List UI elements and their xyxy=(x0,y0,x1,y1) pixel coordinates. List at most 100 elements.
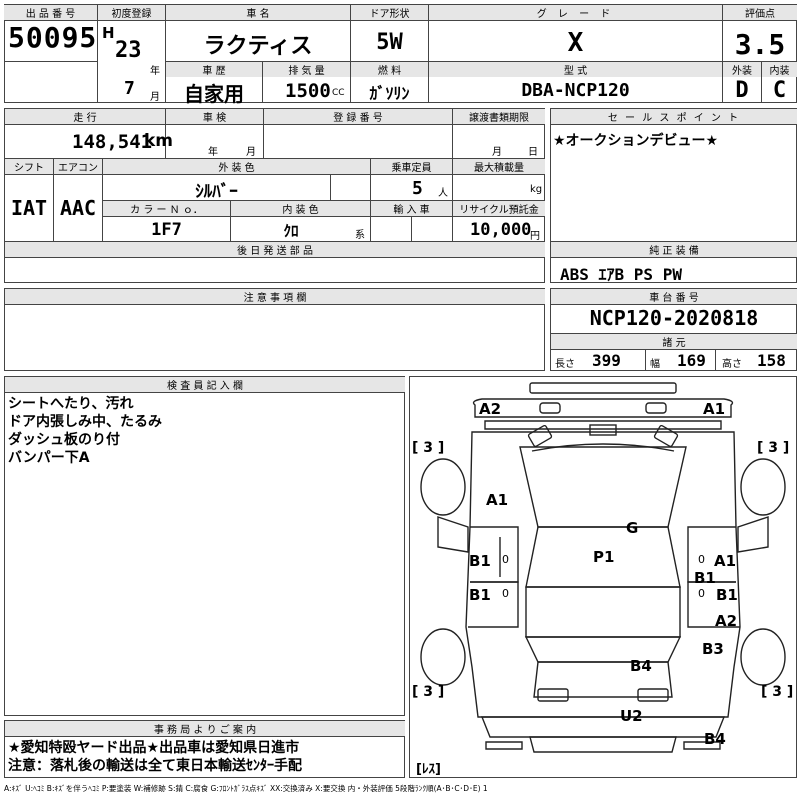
score: 3.5 xyxy=(734,28,786,61)
recycle-unit: 円 xyxy=(530,231,540,242)
mileage: 148,541 xyxy=(72,131,153,153)
tire-front-left: [ 3 ] xyxy=(412,440,445,456)
grade-label: グ レ ー ド xyxy=(429,5,722,20)
mileage-label: 走 行 xyxy=(5,109,165,124)
notes-label: 注 意 事 項 欄 xyxy=(5,289,545,304)
lot-label: 出 品 番 号 xyxy=(4,5,97,20)
diag-front-right: A1 xyxy=(703,400,726,418)
later-parts-label: 後 日 発 送 部 品 xyxy=(5,242,545,257)
chassis-number: NCP120-2020818 xyxy=(589,306,759,330)
diag-left-front-door: B1 xyxy=(469,552,491,570)
displacement-unit: CC xyxy=(332,88,345,98)
max-load-label: 最大積載量 xyxy=(453,159,545,174)
diag-right-rear-door: B1 xyxy=(716,586,738,604)
recycle: 10,000 xyxy=(470,220,532,240)
fuel-label: 燃 料 xyxy=(351,62,428,77)
int-color-label: 内 装 色 xyxy=(231,201,370,216)
max-load-unit: kg xyxy=(530,184,543,195)
exterior-grade: D xyxy=(735,78,749,103)
exterior-grade-label: 外装 xyxy=(723,62,761,77)
dimensions-label: 諸 元 xyxy=(551,334,797,349)
diag-right-small-1: 0 xyxy=(698,553,705,566)
interior-grade-label: 内装 xyxy=(762,62,797,77)
aircon: AAC xyxy=(59,196,97,220)
width-label: 幅 xyxy=(650,359,660,370)
diag-front-left: A2 xyxy=(479,400,502,418)
office-label: 事 務 局 よ り ご 案 内 xyxy=(5,721,405,736)
tire-rear-left: [ 3 ] xyxy=(412,684,445,700)
displacement-label: 排 気 量 xyxy=(263,62,350,77)
diag-left-small-2: 0 xyxy=(502,587,509,600)
diag-right-mid: B1 xyxy=(694,569,716,587)
first-reg-label: 初度登録 xyxy=(98,5,165,20)
car-name: ラクティス xyxy=(203,34,313,59)
sales-point-label: セ ー ル ス ポ イ ン ト xyxy=(551,109,797,124)
first-reg-year: 23 xyxy=(115,38,142,63)
diag-windshield: G xyxy=(626,519,639,537)
history: 自家用 xyxy=(184,82,244,106)
model-label: 型 式 xyxy=(429,62,722,77)
fuel: ｶﾞｿﾘﾝ xyxy=(369,84,410,103)
diag-rear-bumper-right: B4 xyxy=(704,730,726,748)
aircon-label: エアコン xyxy=(54,159,102,174)
damage-diagram-box: A2 A1 A1 G P1 B1 B1 A1 B1 B1 A2 B3 B4 U2… xyxy=(409,376,797,778)
equipment: ABS ｴｱB PS PW xyxy=(560,265,682,284)
length-value: 399 xyxy=(592,351,621,370)
car-name-label: 車 名 xyxy=(166,5,350,20)
inspection-label: 車 検 xyxy=(166,109,263,124)
inspection-year-unit: 年 xyxy=(208,147,218,158)
tire-rear-right: [ 3 ] xyxy=(761,684,794,700)
diag-left-rear-door: B1 xyxy=(469,586,491,604)
height-value: 158 xyxy=(757,351,786,370)
first-reg-year-unit: 年 xyxy=(150,66,160,77)
int-color: ｸﾛ xyxy=(283,222,299,240)
transfer-deadline-label: 譲渡書類期限 xyxy=(453,109,545,124)
color-no-label: カ ラ ー Ｎ ｏ． xyxy=(103,201,230,216)
door-label: ドア形状 xyxy=(351,5,428,20)
grade: X xyxy=(567,28,584,58)
capacity: 5 xyxy=(412,178,423,199)
inspector-line-3: ダッシュ板のり付 xyxy=(8,432,120,448)
diag-right-front-door: A1 xyxy=(714,552,737,570)
capacity-unit: 人 xyxy=(438,188,448,199)
first-reg-era: H xyxy=(102,24,115,42)
displacement: 1500 xyxy=(285,80,331,102)
sales-point: ★オークションデビュー★ xyxy=(553,133,719,149)
inspector-box xyxy=(4,376,405,716)
diag-rear-bumper-lower: U2 xyxy=(620,707,643,725)
spare-tire: [ﾚｽ] xyxy=(416,762,441,777)
import-label: 輸 入 車 xyxy=(371,201,452,216)
diag-hood: A1 xyxy=(486,491,509,509)
tire-front-right: [ 3 ] xyxy=(757,440,790,456)
transfer-month-unit: 月 xyxy=(492,147,502,158)
shift-label: シフト xyxy=(5,159,53,174)
office-line-2: 注意：落札後の輸送は全て東日本輸送ｾﾝﾀｰ手配 xyxy=(8,758,302,774)
diag-left-small-1: 0 xyxy=(502,553,509,566)
width-value: 169 xyxy=(677,351,706,370)
inspector-line-2: ドア内張しみ中、たるみ xyxy=(8,414,162,430)
first-reg-month: 7 xyxy=(124,78,135,99)
diag-right-rear-fender: B3 xyxy=(702,640,724,658)
lot-number: 50095 xyxy=(8,21,98,54)
score-label: 評価点 xyxy=(723,5,797,20)
door-type: 5W xyxy=(376,30,403,55)
diag-right-small-2: 0 xyxy=(698,587,705,600)
car-outline-diagram xyxy=(420,382,786,753)
diag-right-rear-quarter: A2 xyxy=(715,612,738,630)
diag-rear-hatch: B4 xyxy=(630,657,652,675)
transfer-day-unit: 日 xyxy=(528,147,538,158)
mileage-unit: km xyxy=(144,131,174,151)
height-label: 高さ xyxy=(722,359,742,370)
office-line-1: ★愛知特殴ヤード出品★出品車は愛知県日進市 xyxy=(8,740,300,756)
reg-no-label: 登 録 番 号 xyxy=(264,109,452,124)
inspector-line-1: シートへたり、汚れ xyxy=(8,396,134,412)
equipment-label: 純 正 装 備 xyxy=(551,242,797,257)
color-no: 1F7 xyxy=(151,220,182,240)
legend: A:ｷｽﾞ U:ﾍｺﾐ B:ｷｽﾞを伴うﾍｺﾐ P:要塗装 W:補修跡 S:錆 … xyxy=(4,784,488,793)
ext-color-label: 外 装 色 xyxy=(103,159,370,174)
capacity-label: 乗車定員 xyxy=(371,159,452,174)
chassis-label: 車 台 番 号 xyxy=(551,289,797,304)
history-label: 車 歴 xyxy=(166,62,262,77)
first-reg-month-unit: 月 xyxy=(150,92,160,103)
int-color-unit: 系 xyxy=(355,230,365,241)
